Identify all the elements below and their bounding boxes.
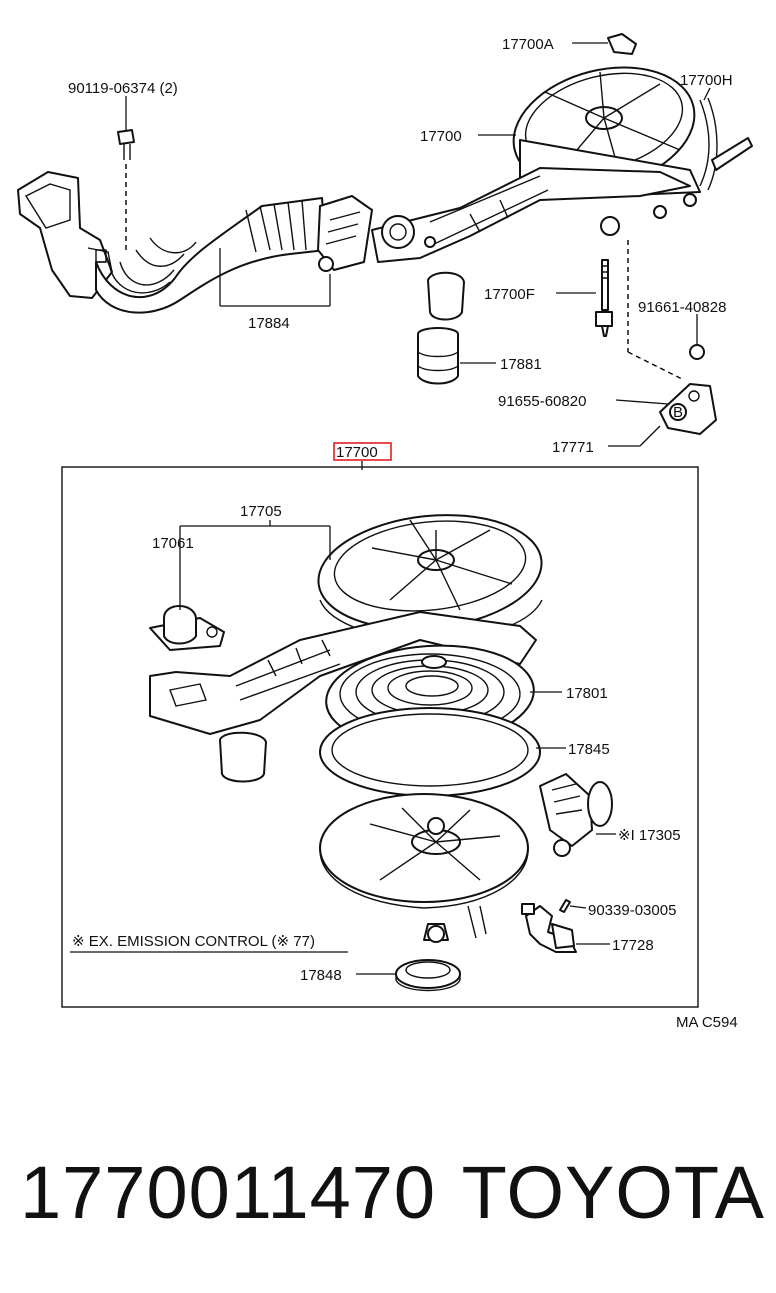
assembly-frame [61,466,699,1008]
duct-inlet-drawing [17,171,113,299]
label-17881: 17881 [500,356,542,373]
hose-17884-drawing [95,197,327,314]
valve-17305-drawing [539,773,613,857]
label-17728: 17728 [612,937,654,954]
label-17305: ※I 17305 [618,827,681,844]
stud-17700F-drawing [595,216,620,337]
case-lower-drawing [319,793,529,943]
top-leader-lines [125,42,711,447]
footnote-emission-control: ※ EX. EMISSION CONTROL (※ 77) [72,933,315,950]
label-17700-box: 17700 [336,444,378,461]
highlight-box-17700 [333,442,392,461]
pin-90339-drawing [559,899,571,913]
part-number: 1770011470 [20,1151,437,1234]
label-90119-06374: 90119-06374 (2) [68,80,178,97]
brand-name: TOYOTA [461,1151,765,1234]
label-17700A: 17700A [502,36,554,53]
cover-17705-drawing [317,514,543,641]
air-cleaner-top-drawing [371,33,753,321]
label-17848: 17848 [300,967,342,984]
gasket-17845-drawing [319,707,541,797]
label-17700H: 17700H [680,72,733,89]
connector-block-drawing [317,195,373,272]
label-91661-40828: 91661-40828 [638,299,726,316]
seal-17848-drawing [395,959,461,992]
label-17771: 17771 [552,439,594,456]
sensor-17061-drawing [149,605,225,651]
label-17845: 17845 [568,741,610,758]
box-leader-lines [70,520,616,975]
arm-drawing [149,611,537,783]
label-91655-60820: 91655-60820 [498,393,586,410]
bracket-17771-drawing: B [627,240,717,435]
top-assembly: B 17700A 90119-06374 (2) 17700H 17700 17… [17,33,753,456]
label-17884: 17884 [248,315,290,332]
parts-diagram: B 17700A 90119-06374 (2) 17700H 17700 17… [17,33,753,1031]
label-90339-03005: 90339-03005 [588,902,676,919]
valve-17728-drawing [521,903,577,953]
label-17700-top: 17700 [420,128,462,145]
bolt-90119-drawing [117,129,135,250]
svg-text:B: B [673,404,683,421]
label-17061: 17061 [152,535,194,552]
sleeve-17881-drawing [417,327,459,385]
boxed-assembly: 17700 [61,442,738,1031]
label-17705: 17705 [240,503,282,520]
diagram-code: MA C594 [676,1014,738,1031]
label-17700F: 17700F [484,286,535,303]
label-17801: 17801 [566,685,608,702]
